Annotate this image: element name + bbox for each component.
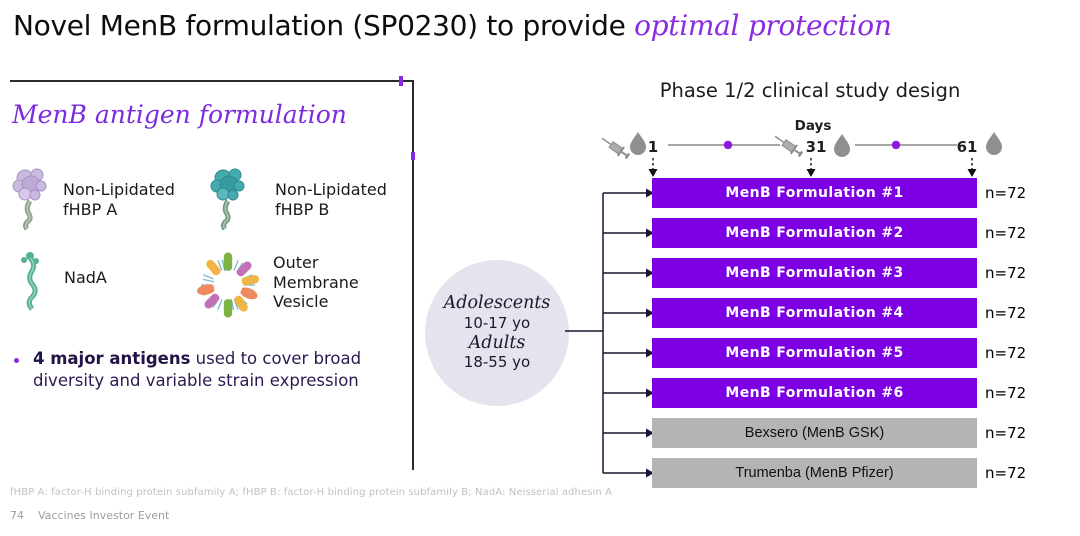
page-number: 74 xyxy=(10,509,24,522)
arm-n-3: n=72 xyxy=(985,264,1027,282)
bullet-marker xyxy=(14,358,19,363)
arm-bar-5: MenB Formulation #5 xyxy=(652,338,977,368)
blood-draw-droplet-icon xyxy=(630,132,646,155)
population-group-2: Adults xyxy=(468,333,526,353)
randomization-tree xyxy=(560,180,660,492)
key-message: 4 major antigens used to cover broad div… xyxy=(33,349,362,390)
page-title: Novel MenB formulation (SP0230) to provi… xyxy=(13,9,892,42)
antigen-label-omv: Outer Membrane Vesicle xyxy=(273,253,359,312)
antigen-label-fhbp-b: Non-Lipidated fHBP B xyxy=(275,180,387,219)
timeline-day-31: 31 xyxy=(806,138,827,156)
dosing-timeline: Days 1 xyxy=(600,112,1080,180)
blood-draw-droplet-icon xyxy=(986,132,1002,155)
panel-corner-tick xyxy=(399,76,403,86)
blood-draw-droplet-icon xyxy=(834,134,850,157)
page-footer: 74 Vaccines Investor Event xyxy=(10,509,169,522)
panel-heading: MenB antigen formulation xyxy=(12,100,347,129)
population-group-2-age: 18-55 yo xyxy=(463,353,531,372)
arm-bar-bexsero: Bexsero (MenB GSK) xyxy=(652,418,977,448)
outer-membrane-vesicle-icon xyxy=(189,246,267,324)
protein-fhbp-b-icon xyxy=(208,166,250,230)
arm-bar-1: MenB Formulation #1 xyxy=(652,178,977,208)
footer-label: Vaccines Investor Event xyxy=(38,509,170,522)
study-design-heading: Phase 1/2 clinical study design xyxy=(659,79,961,102)
protein-fhbp-a-icon xyxy=(10,166,52,230)
timeline-drop-arrowheads xyxy=(648,169,977,177)
arm-n-4: n=72 xyxy=(985,304,1027,322)
timeline-day-1: 1 xyxy=(648,138,658,156)
arm-n-2: n=72 xyxy=(985,224,1027,242)
population-group-1-age: 10-17 yo xyxy=(463,313,531,332)
antigen-label-nada: NadA xyxy=(64,268,107,287)
tree-arrowheads xyxy=(646,188,654,478)
arm-n-6: n=72 xyxy=(985,384,1027,402)
syringe-icon xyxy=(774,135,804,158)
arm-n-bexsero: n=72 xyxy=(985,424,1027,442)
protein-nada-icon xyxy=(18,250,44,312)
timeline-midpoint-dot xyxy=(891,140,901,150)
panel-border-top xyxy=(10,80,414,82)
panel-edge-tick xyxy=(411,152,415,160)
arm-n-5: n=72 xyxy=(985,344,1027,362)
arm-bar-4: MenB Formulation #4 xyxy=(652,298,977,328)
population-group-1: Adolescents xyxy=(443,293,551,314)
timeline-axis-label: Days xyxy=(795,118,832,134)
antigen-label-fhbp-a: Non-Lipidated fHBP A xyxy=(63,180,175,219)
abbreviations-footnote: fHBP A: factor-H binding protein subfami… xyxy=(10,487,613,498)
panel-border-right xyxy=(412,80,414,470)
population-circle: Adolescents 10-17 yo Adults 18-55 yo xyxy=(425,260,569,406)
arm-bar-6: MenB Formulation #6 xyxy=(652,378,977,408)
arm-bar-2: MenB Formulation #2 xyxy=(652,218,977,248)
arm-n-1: n=72 xyxy=(985,184,1027,202)
page-title-highlight: optimal protection xyxy=(634,9,892,42)
arm-bar-3: MenB Formulation #3 xyxy=(652,258,977,288)
syringe-icon xyxy=(601,137,631,160)
timeline-drop-arrows xyxy=(652,158,973,169)
timeline-midpoint-dot xyxy=(723,140,733,150)
arm-bar-trumenba: Trumenba (MenB Pfizer) xyxy=(652,458,977,488)
timeline-day-61: 61 xyxy=(957,138,978,156)
page-title-main: Novel MenB formulation (SP0230) to provi… xyxy=(13,9,635,42)
arm-n-trumenba: n=72 xyxy=(985,464,1027,482)
